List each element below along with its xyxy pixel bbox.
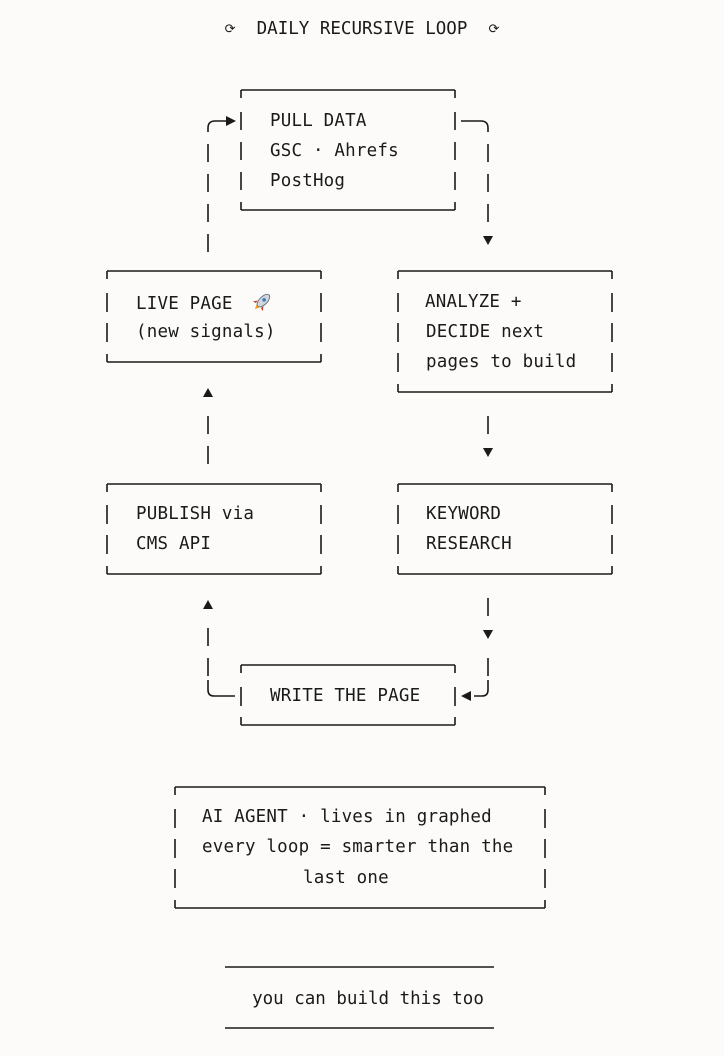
keyword-box-border	[397, 483, 613, 575]
rocket-icon	[237, 291, 273, 315]
node-pull-data-line3: PostHog	[270, 171, 346, 191]
node-write-line1: WRITE THE PAGE	[270, 686, 421, 706]
node-keyword-line2: RESEARCH	[426, 534, 512, 554]
arrowhead-down-into-keyword	[483, 448, 493, 457]
publish-box-border	[106, 483, 322, 575]
title-text: DAILY RECURSIVE LOOP	[256, 19, 468, 39]
node-publish-line1: PUBLISH via	[136, 504, 255, 524]
pull-data-box-border	[240, 89, 456, 211]
write-box-border	[240, 664, 456, 726]
node-pull-data-line2: GSC · Ahrefs	[270, 141, 399, 161]
connector-keyword-to-write	[474, 598, 489, 697]
arrowhead-up-into-live	[203, 388, 213, 397]
agent-line2: every loop = smarter than the	[202, 837, 514, 857]
node-publish-line2: CMS API	[136, 534, 212, 554]
cta-text: you can build this too	[252, 989, 484, 1009]
arrowhead-up-into-publish	[203, 600, 213, 609]
arrowhead-down-into-analyze	[483, 236, 493, 245]
loop-left-icon: ⟳	[224, 22, 236, 37]
node-live-page-line1: LIVE PAGE	[136, 291, 273, 315]
node-analyze-line2: DECIDE next	[426, 322, 545, 342]
loop-right-icon: ⟳	[488, 22, 500, 37]
node-keyword-line1: KEYWORD	[426, 504, 502, 524]
node-live-page-label: LIVE PAGE	[136, 294, 233, 314]
arrowhead-right-into-pull	[226, 116, 236, 126]
connector-live-to-pull	[207, 120, 226, 252]
connector-write-to-publish	[207, 628, 235, 697]
arrowhead-down-toward-write	[483, 630, 493, 639]
agent-line3: last one	[303, 868, 389, 888]
arrowhead-left-into-write	[461, 691, 471, 701]
analyze-box-border	[397, 270, 613, 393]
agent-box-border	[174, 786, 546, 909]
node-live-page-line2: (new signals)	[136, 322, 276, 342]
connector-pull-to-analyze	[461, 120, 489, 222]
node-pull-data-line1: PULL DATA	[270, 111, 367, 131]
agent-line1: AI AGENT · lives in graphed	[202, 807, 492, 827]
node-analyze-line1: ANALYZE +	[425, 292, 522, 312]
node-analyze-line3: pages to build	[426, 352, 577, 372]
live-page-box-border	[106, 270, 322, 363]
diagram-title: ⟳ DAILY RECURSIVE LOOP ⟳	[0, 18, 724, 42]
